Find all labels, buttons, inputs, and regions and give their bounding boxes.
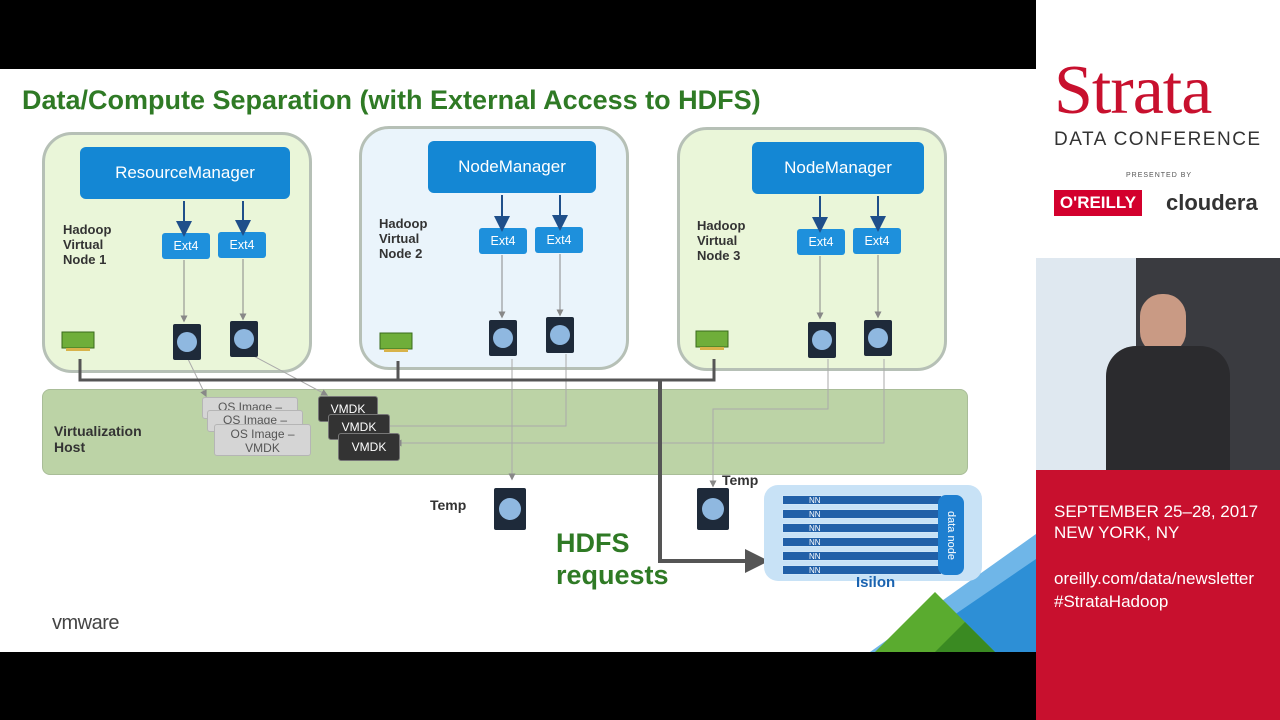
nn-row: NN bbox=[782, 495, 942, 505]
strata-logo: Strata bbox=[1054, 56, 1211, 126]
event-info-block: SEPTEMBER 25–28, 2017 NEW YORK, NY oreil… bbox=[1036, 470, 1280, 720]
temp-label: Temp bbox=[722, 472, 758, 488]
oreilly-logo: O'REILLY bbox=[1054, 190, 1142, 216]
os-image: OS Image – VMDK bbox=[214, 424, 311, 456]
nn-row: NN bbox=[782, 537, 942, 547]
event-hashtag: #StrataHadoop bbox=[1054, 591, 1168, 612]
isilon-label: Isilon bbox=[856, 574, 895, 591]
hdfs-requests-label: HDFS requests bbox=[556, 527, 669, 591]
nn-row: NN bbox=[782, 523, 942, 533]
event-location: NEW YORK, NY bbox=[1054, 522, 1179, 543]
presentation-slide: Data/Compute Separation (with External A… bbox=[0, 69, 1036, 652]
strata-subtitle: DATA CONFERENCE bbox=[1054, 129, 1262, 151]
vmdk-box: VMDK bbox=[338, 433, 400, 461]
isilon-storage: NN NN NN NN NN NN data node bbox=[764, 485, 982, 581]
nn-row: NN bbox=[782, 509, 942, 519]
data-node-label: data node bbox=[938, 495, 964, 575]
vmware-logo: vmware bbox=[52, 612, 119, 635]
nn-row: NN bbox=[782, 551, 942, 561]
speaker-video bbox=[1036, 258, 1280, 470]
newsletter-url: oreilly.com/data/newsletter bbox=[1054, 568, 1254, 589]
cloudera-logo: cloudera bbox=[1166, 190, 1258, 216]
temp-label: Temp bbox=[430, 497, 466, 513]
event-dates: SEPTEMBER 25–28, 2017 bbox=[1054, 501, 1258, 522]
conference-panel: Strata DATA CONFERENCE PRESENTED BY O'RE… bbox=[1036, 0, 1280, 720]
presented-by-label: PRESENTED BY bbox=[1126, 172, 1192, 179]
